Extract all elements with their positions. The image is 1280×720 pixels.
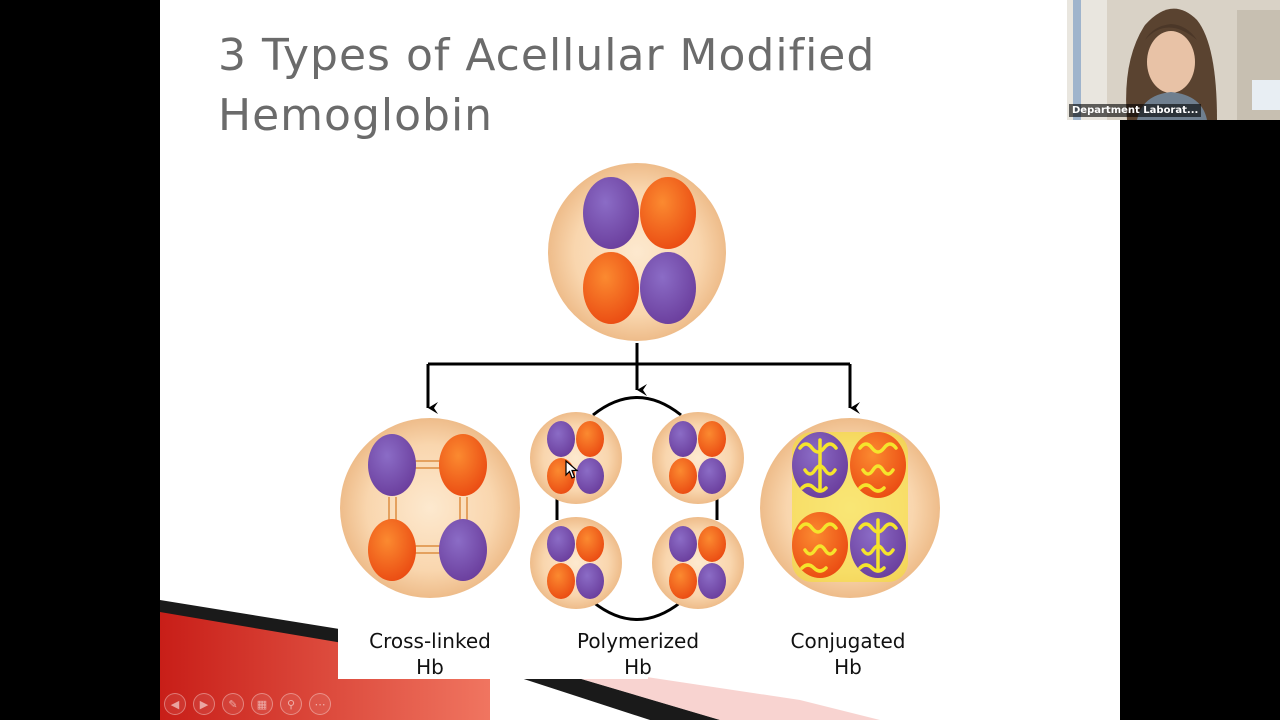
pen-icon[interactable]: ✎ — [222, 693, 244, 715]
hemoglobin-diagram — [160, 163, 940, 720]
mouse-cursor-icon — [565, 460, 579, 479]
webcam-video-tile[interactable]: Department Laborat... — [1067, 0, 1280, 120]
presentation-slide: 3 Types of Acellular Modified Hemoglobin… — [160, 0, 1120, 720]
native-hemoglobin — [548, 163, 726, 341]
slide-title: 3 Types of Acellular Modified Hemoglobin — [218, 30, 876, 141]
caption-line: Hb — [624, 655, 652, 679]
participant-video — [1067, 0, 1280, 120]
caption-line: Conjugated — [790, 629, 906, 653]
caption-line: Polymerized — [576, 629, 700, 653]
caption-polymerized: Polymerized Hb — [558, 628, 718, 680]
cross-linked-hemoglobin — [340, 418, 520, 598]
slides-grid-icon[interactable]: ▦ — [251, 693, 273, 715]
zoom-icon[interactable]: ⚲ — [280, 693, 302, 715]
polymerized-hemoglobin — [530, 396, 744, 621]
previous-slide-icon[interactable]: ◀ — [164, 693, 186, 715]
caption-line: Cross-linked — [369, 629, 491, 653]
caption-cross-linked: Cross-linked Hb — [350, 628, 510, 680]
slide-decoration — [160, 600, 880, 720]
more-options-icon[interactable]: ⋯ — [309, 693, 331, 715]
next-slide-icon[interactable]: ▶ — [193, 693, 215, 715]
participant-name: Department Laborat... — [1069, 104, 1202, 117]
caption-line: Hb — [416, 655, 444, 679]
branch-arrows — [426, 343, 860, 414]
caption-conjugated: Conjugated Hb — [768, 628, 928, 680]
conjugated-hemoglobin — [760, 418, 940, 598]
presenter-toolbar: ◀ ▶ ✎ ▦ ⚲ ⋯ — [164, 693, 331, 717]
caption-line: Hb — [834, 655, 862, 679]
